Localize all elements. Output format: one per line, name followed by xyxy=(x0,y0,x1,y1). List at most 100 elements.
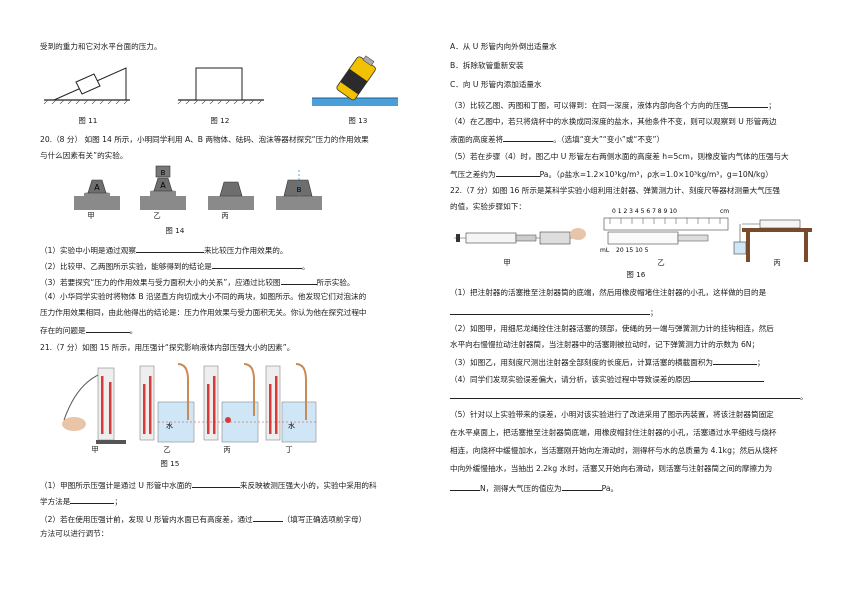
block-b-label-yi: B xyxy=(161,169,166,177)
q22-part5-line3: 相连，向烧杯中缓慢加水，当活塞刚开始向左滑动时，测得杯与水的总质量为 4.1kg… xyxy=(450,446,778,455)
block-a-label-yi: A xyxy=(160,181,166,190)
q21-part2-line2: 方法可以进行调节： xyxy=(40,529,109,538)
q22-stem-line2: 的值，实验步骤如下： xyxy=(450,202,526,211)
figure-13-battery xyxy=(312,55,398,106)
intro-line: 受到的重力和它对水平台面的压力。 xyxy=(40,42,162,51)
fig16-label-yi: 乙 xyxy=(657,258,665,267)
q21-part2-text-b: （填写正确选项前字母） xyxy=(282,515,367,524)
fig16-label-jia: 甲 xyxy=(503,258,511,267)
figure-11-incline xyxy=(43,67,130,105)
syringe-numbers: 20 15 10 5 xyxy=(616,247,649,254)
figure-12-caption: 图 12 xyxy=(210,116,230,125)
option-c: C．向 U 形管内添加适量水 xyxy=(450,80,542,89)
q22-part5-line2: 在水平桌面上，把活塞推至注射器筒底端，用橡皮帽封住注射器的小孔，活塞通过水平细线… xyxy=(450,428,777,437)
q21-part1-text: （1）甲图所示压强计是通过 U 形管中水面的 xyxy=(40,481,192,490)
q21-part1-line2: 学方法是 ； xyxy=(40,495,122,507)
q21-part1-line1: （1）甲图所示压强计是通过 U 形管中水面的 来反映被测压强大小的，实验中采用的科 xyxy=(40,479,377,491)
q20-part4-line2: 压力作用效果相同，由此他得出的结论是：压力作用效果与受力面积无关。你认为他在探究… xyxy=(40,308,367,317)
q21-part1-text-c: 学方法是 xyxy=(40,497,71,506)
q20-part3: （3）若要探究“压力的作用效果与受力面积大小的关系”，应通过比较图 所示实验。 xyxy=(40,276,354,288)
option-a: A．从 U 形管内向外倒出适量水 xyxy=(450,42,557,51)
q22-part4-line1: （4）同学们发现实验误差偏大，请分析，该实验过程中导致误差的原因 xyxy=(450,373,765,385)
q20-part4-text-b: 。 xyxy=(129,326,138,335)
water-label-ding: 水 xyxy=(288,421,295,430)
q21-method-blank[interactable] xyxy=(70,495,115,504)
q20-stem-line2: 与什么因素有关”的实验。 xyxy=(40,151,128,160)
q21-part3: （3）比较乙图、丙图和丁图，可以得到：在同一深度，液体内部向各个方向的压强 ； xyxy=(450,99,776,111)
q22-part5-line5: N，测得大气压的值应为 Pa。 xyxy=(450,482,618,494)
q20-part3-text: （3）若要探究“压力的作用效果与受力面积大小的关系”，应通过比较图 xyxy=(40,278,281,287)
q22-part3-text: （3）如图乙，用刻度尺测出注射器全部刻度的长度后，计算活塞的横截面积为 xyxy=(450,358,714,367)
q22-part1-line2: ； xyxy=(450,306,658,318)
q21-part2-blank[interactable] xyxy=(252,513,283,522)
q20-part1: （1）实验中小明是通过观察来比较压力作用效果的。 xyxy=(40,244,288,256)
q22-part4-text-b: 。 xyxy=(800,392,808,401)
q21-part4-line1: （4）在乙图中，若只将烧杯中的水换成同深度的盐水，其他条件不变，则可以观察到 U… xyxy=(450,117,777,126)
q20-part2-blank[interactable] xyxy=(211,260,302,269)
figure-16-caption: 图 16 xyxy=(626,270,646,279)
q22-part2-line2: 水平向右慢慢拉动注射器筒，当注射器中的活塞刚被拉动时，记下弹簧测力计的示数为 6… xyxy=(450,340,760,349)
figure-13-caption: 图 13 xyxy=(348,116,368,125)
q21-part1-text-b: 来反映被测压强大小的，实验中采用的科 xyxy=(239,481,377,490)
q22-part3-text-b: ； xyxy=(757,358,765,367)
figure-14-caption: 图 14 xyxy=(165,226,185,235)
fig14-label-yi: 乙 xyxy=(153,211,161,220)
q22-part5-text-f: Pa。 xyxy=(601,484,619,493)
q20-part2-text: （2）比较甲、乙两图所示实验，能够得到的结论是 xyxy=(40,262,212,271)
q22-part2-line1: （2）如图甲，用细尼龙绳拴住注射器活塞的颈部，使绳的另一端与弹簧测力计的挂钩相连… xyxy=(450,324,774,333)
q22-part4-text: （4）同学们发现实验误差偏大，请分析，该实验过程中导致误差的原因 xyxy=(450,375,691,384)
q20-part3-text-b: 所示实验。 xyxy=(316,278,355,287)
figure-12-block xyxy=(177,67,264,105)
option-b: B．拆除软管重新安装 xyxy=(450,61,524,70)
q20-part1-text-b: 来比较压力作用效果的。 xyxy=(203,246,288,255)
q21-part5-text: 气压之差约为 xyxy=(450,170,496,179)
q22-pressure-blank[interactable] xyxy=(561,482,602,491)
q20-part4-text: 存在的问题是 xyxy=(40,326,86,335)
q21-part1-blank[interactable] xyxy=(191,479,240,488)
q22-part5-text-e: N，测得大气压的值应为 xyxy=(480,484,562,493)
fig15-label-jia: 甲 xyxy=(91,445,99,454)
q21-part2-line1: （2）若在使用压强计前，发现 U 形管内水面已有高度差，通过 （填写正确选项前字母… xyxy=(40,513,366,525)
q21-part3-text: （3）比较乙图、丙图和丁图，可以得到：在同一深度，液体内部向各个方向的压强 xyxy=(450,101,729,110)
figure-16-syringe-setup: 0 1 2 3 4 5 6 7 8 9 10 cm 20 15 10 5 mL xyxy=(454,208,812,262)
fig14-label-bing: 丙 xyxy=(221,211,229,220)
q22-part1-line1: （1）把注射器的活塞推至注射器筒的底端，然后用橡皮帽堵住注射器的小孔，这样做的目… xyxy=(450,288,767,297)
q22-part4-blank[interactable] xyxy=(690,373,765,382)
q21-part3-blank[interactable] xyxy=(728,99,769,108)
q21-part2-text: （2）若在使用压强计前，发现 U 形管内水面已有高度差，通过 xyxy=(40,515,253,524)
q20-part3-blank[interactable] xyxy=(280,276,317,285)
q21-part4-line2: 液面的高度差将 。（选填“变大”“变小”或“不变”） xyxy=(450,133,664,145)
q21-part3-text-b: ； xyxy=(768,101,776,110)
fig15-label-ding: 丁 xyxy=(285,445,293,454)
q21-part1-text-d: ； xyxy=(114,497,122,506)
q20-part2: （2）比较甲、乙两图所示实验，能够得到的结论是。 xyxy=(40,260,310,272)
q20-part4-blank[interactable] xyxy=(85,324,130,333)
q21-part5-line2: 气压之差约为 Pa。（ρ盐水=1.2×10³kg/m³，ρ水=1.0×10³kg/… xyxy=(450,168,773,180)
q20-stem-line1: 20.（8 分） 如图 14 所示，小明同学利用 A、B 两物体、砝码、泡沫等器… xyxy=(40,135,369,144)
q22-friction-blank[interactable] xyxy=(450,482,480,491)
q22-part1-blank[interactable] xyxy=(450,306,650,315)
q22-part5-line1: （5）针对以上实验带来的误差，小明对该实验进行了改进采用了图示丙装置，将该注射器… xyxy=(450,410,774,419)
q21-part5-blank[interactable] xyxy=(495,168,540,177)
q21-part5-text-b: Pa。（ρ盐水=1.2×10³kg/m³，ρ水=1.0×10³kg/m³，g=1… xyxy=(539,170,773,179)
q22-part5-line4: 中向外缓慢抽水，当抽出 2.2kg 水时，活塞又开始向右滑动，则活塞与注射器筒之… xyxy=(450,464,773,473)
q22-part4-blank-2[interactable] xyxy=(450,390,800,399)
q22-part1-text-b: ； xyxy=(650,308,658,317)
q20-part4-line1: （4）小华同学实验时将物体 B 沿竖直方向切成大小不同的两块，如图所示。他发现它… xyxy=(40,292,367,301)
figure-15-pressure-gauge: 水 水 xyxy=(62,363,317,444)
q22-stem-line1: 22.（7 分）如图 16 所示是某科学实验小组利用注射器、弹簧测力计、刻度尺等… xyxy=(450,186,780,195)
q22-part3-blank[interactable] xyxy=(713,356,758,365)
ruler-unit: cm xyxy=(720,208,729,215)
q21-part4-blank[interactable] xyxy=(503,133,554,142)
q21-part4-text: 液面的高度差将 xyxy=(450,135,504,144)
q21-part5-line1: （5）若在步骤（4）时，图乙中 U 形管左右两侧水面的高度差 h=5cm，则橡皮… xyxy=(450,152,789,161)
q20-part1-blank[interactable] xyxy=(135,244,204,253)
fig14-label-jia: 甲 xyxy=(87,211,95,220)
q21-stem: 21.（7 分）如图 15 所示，用压强计“探究影响液体内部压强大小的因素”。 xyxy=(40,343,295,352)
q21-part4-text-b: 。（选填“变大”“变小”或“不变”） xyxy=(553,135,665,144)
figure-11-caption: 图 11 xyxy=(78,116,98,125)
block-b-label-ding: B xyxy=(297,186,302,194)
figure-15-caption: 图 15 xyxy=(160,459,180,468)
ruler-numbers: 0 1 2 3 4 5 6 7 8 9 10 xyxy=(612,208,677,215)
q22-part3: （3）如图乙，用刻度尺测出注射器全部刻度的长度后，计算活塞的横截面积为 ； xyxy=(450,356,765,368)
